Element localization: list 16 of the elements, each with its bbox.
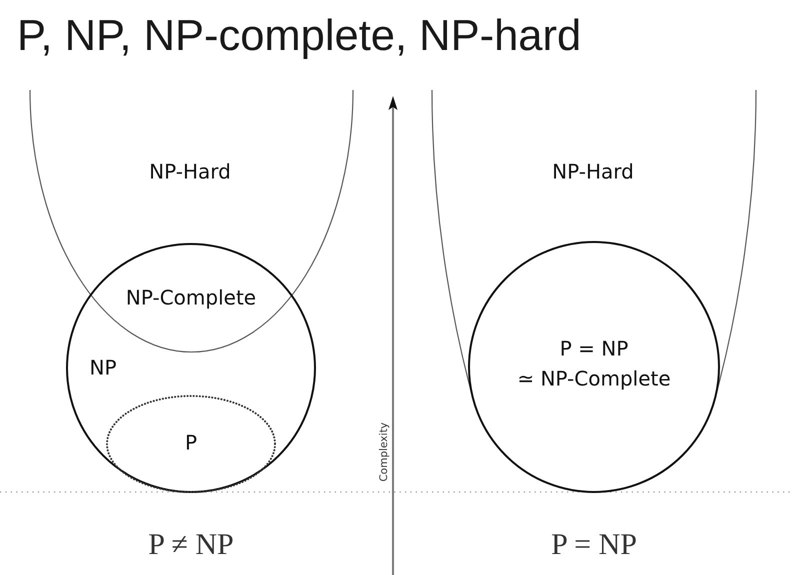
region-label: ≃ NP-Complete: [517, 368, 671, 390]
slide-title: P, NP, NP-complete, NP-hard: [17, 13, 582, 61]
circle-region: [66, 243, 316, 493]
case-label: P ≠ NP: [148, 528, 234, 562]
dotted-ellipse: [106, 395, 276, 493]
u-shaped-region: [28, 89, 355, 354]
region-label: NP: [89, 356, 117, 380]
circle-region: [468, 241, 720, 493]
region-label: P: [184, 432, 198, 454]
region-label: NP-Hard: [149, 160, 231, 184]
u-shaped-region: [430, 89, 758, 494]
axis-label: Complexity: [378, 422, 390, 482]
region-label: NP-Complete: [126, 286, 256, 310]
case-label: P = NP: [551, 528, 637, 562]
region-label: P = NP: [560, 338, 628, 360]
region-label: NP-Hard: [552, 160, 634, 184]
